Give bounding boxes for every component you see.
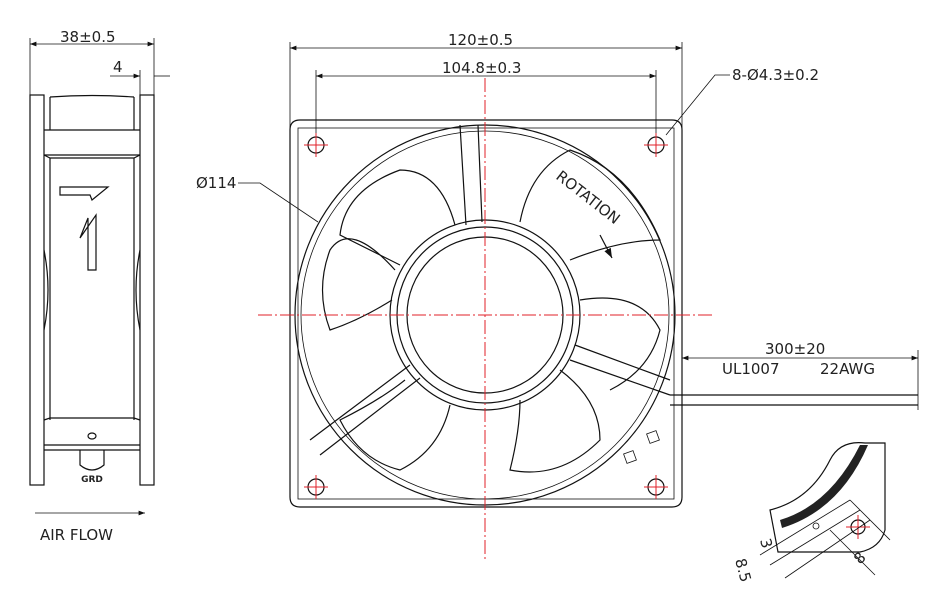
lead-length-dim: 300±20 <box>765 340 825 358</box>
front-view: 120±0.5 104.8±0.3 8-Ø4.3±0.2 Ø114 <box>196 31 919 560</box>
detail-dim-c: 8 <box>850 548 869 567</box>
grd-label: GRD <box>81 475 103 485</box>
wire-type: UL1007 <box>722 360 780 378</box>
air-flow-label: AIR FLOW <box>40 526 113 544</box>
hatched-section <box>780 445 868 528</box>
direction-arrow-icon <box>79 213 97 271</box>
detail-dim-b: 3 <box>756 536 776 550</box>
wire-gauge: 22AWG <box>820 360 875 378</box>
flange-dim: 4 <box>113 58 123 76</box>
direction-arrow-icon <box>59 186 110 201</box>
rotation-arrow-icon <box>599 234 613 259</box>
mounting-holes <box>304 133 668 499</box>
detail-view: 8.5 3 8 <box>731 442 891 584</box>
fan-frame <box>289 119 683 508</box>
fan-blades <box>321 149 661 473</box>
side-width-dim: 38±0.5 <box>60 28 116 46</box>
hole-spacing-dim: 104.8±0.3 <box>442 59 521 77</box>
diameter-dim: Ø114 <box>196 174 236 192</box>
rotation-label: ROTATION <box>553 167 624 228</box>
hole-spec: 8-Ø4.3±0.2 <box>732 66 819 84</box>
detail-dim-a: 8.5 <box>731 556 755 584</box>
side-view: 38±0.5 4 GRD AIR FLOW <box>29 28 170 544</box>
frame-dim: 120±0.5 <box>448 31 513 49</box>
